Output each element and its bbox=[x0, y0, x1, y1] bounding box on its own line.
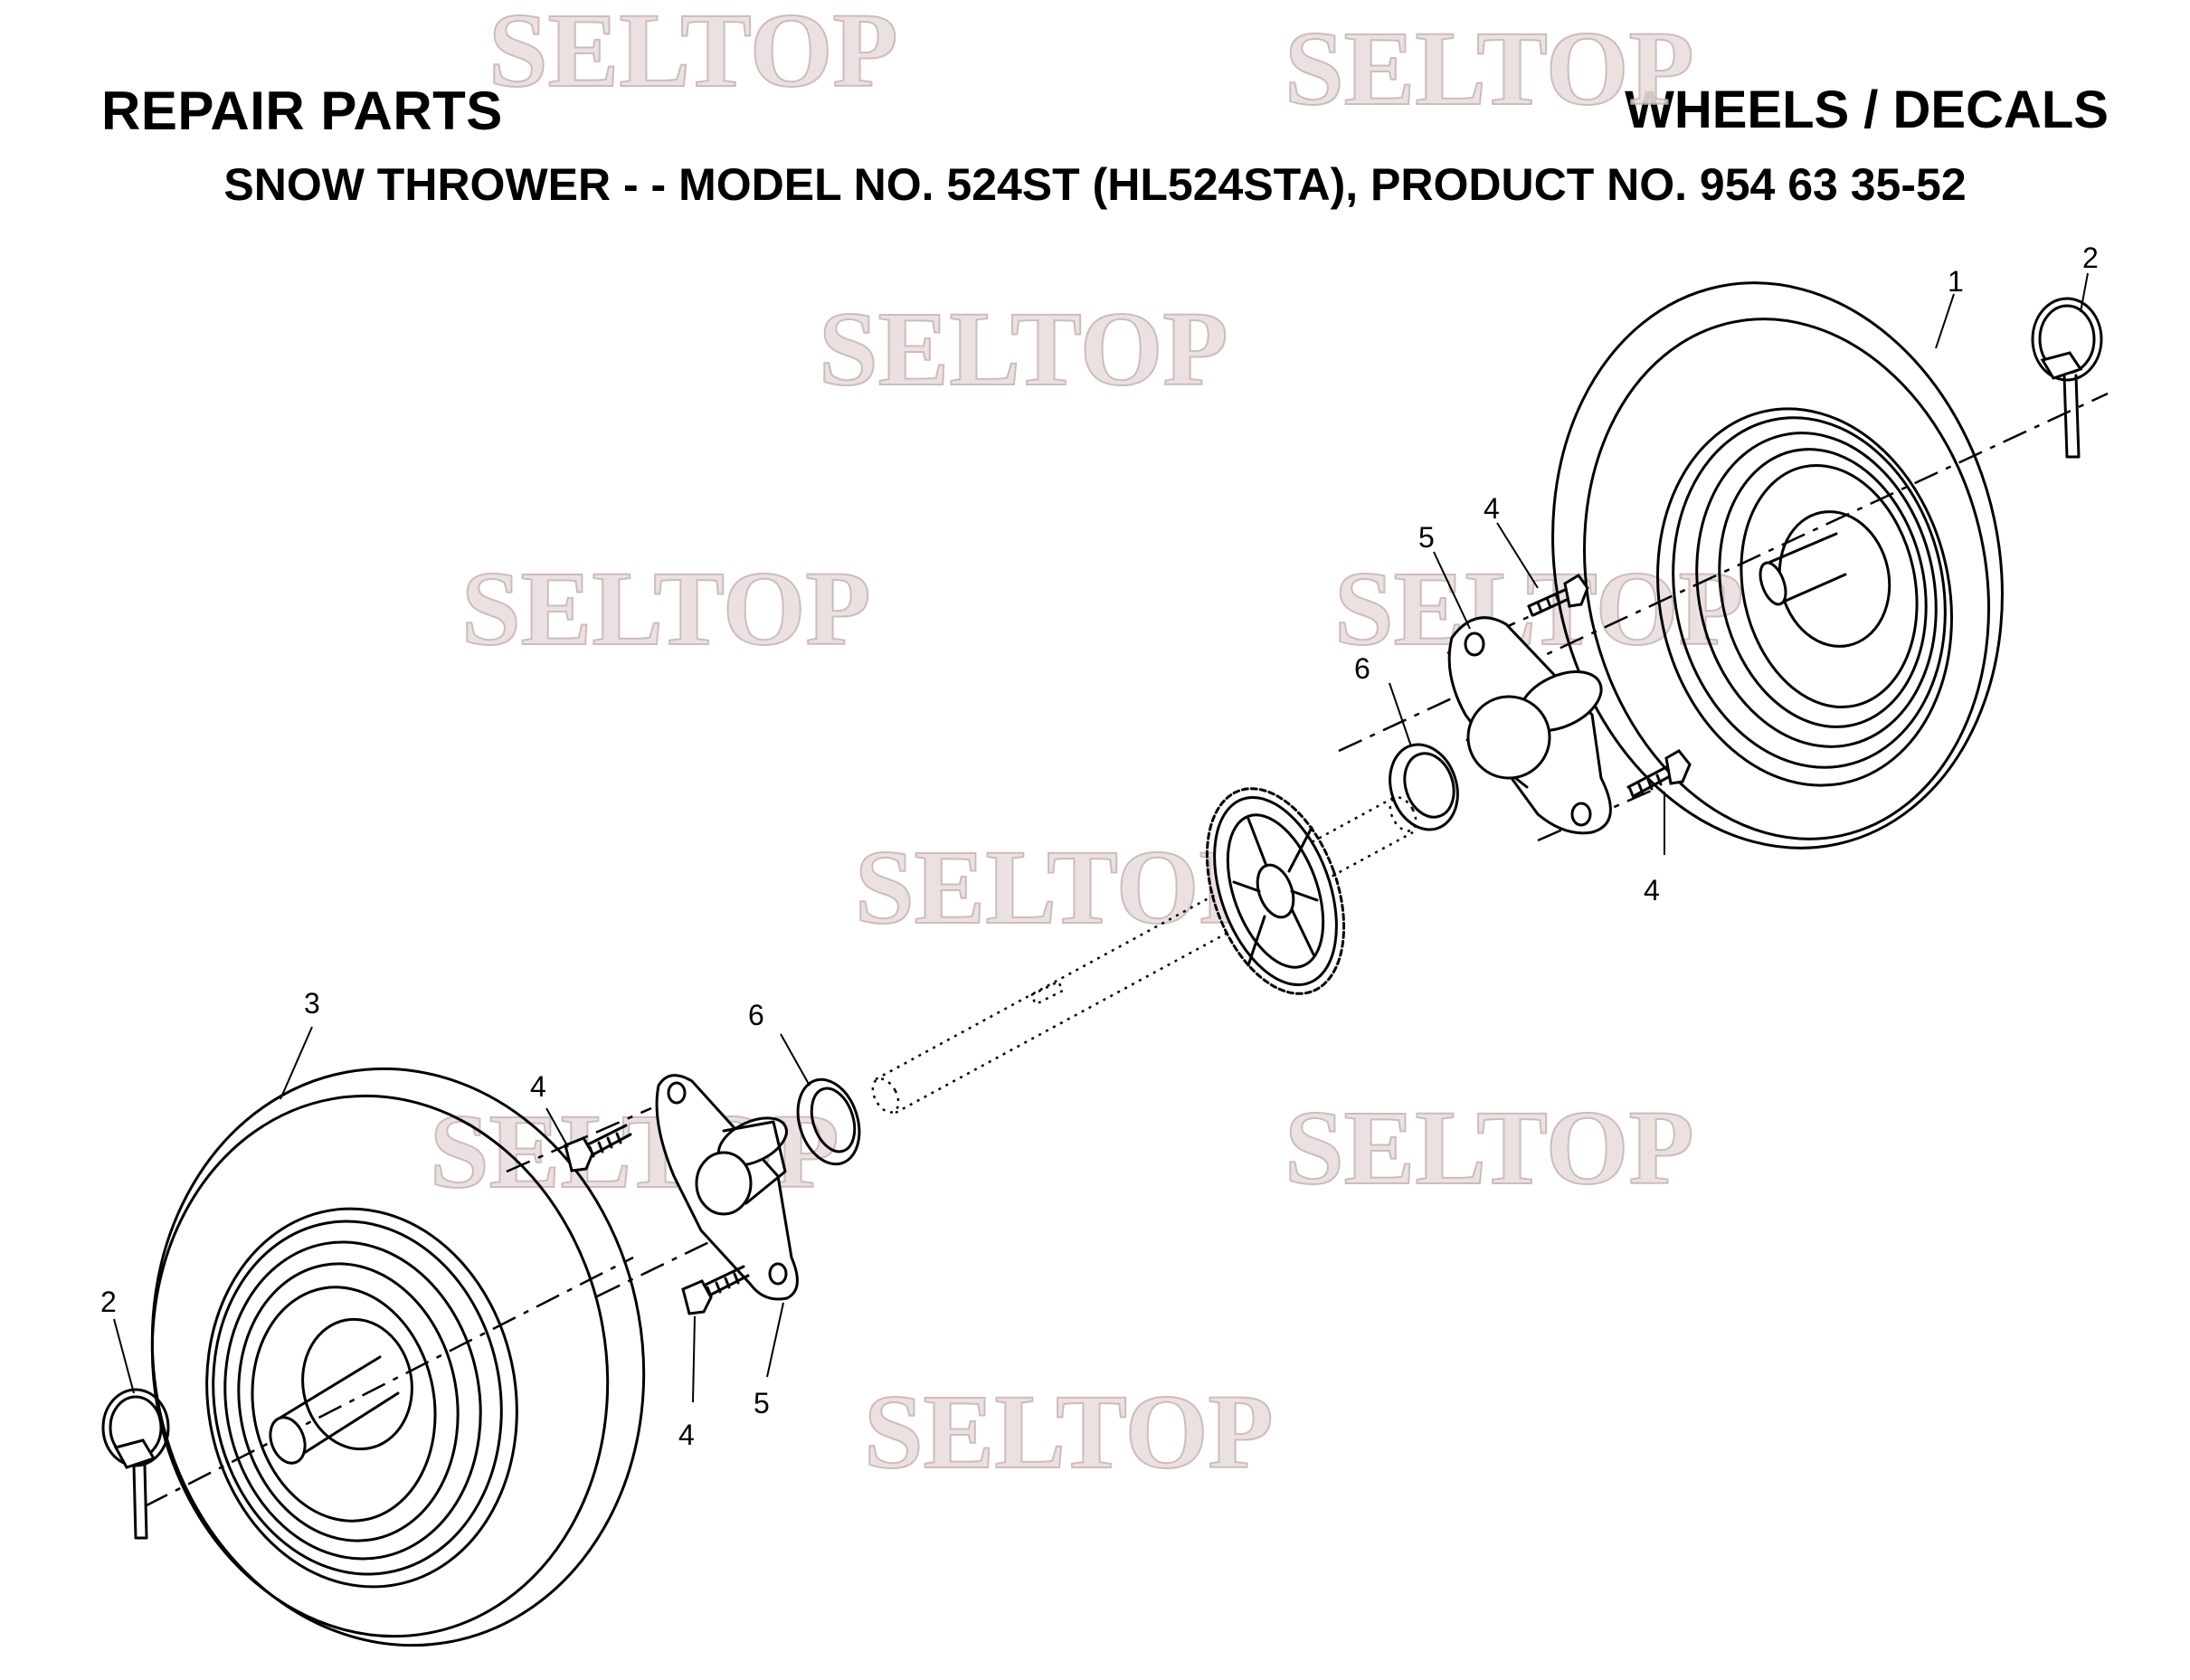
watermark: SELTOP bbox=[819, 289, 1228, 408]
washer-upper bbox=[1389, 743, 1459, 831]
bolt-lower-top bbox=[564, 1124, 632, 1172]
callout-pin-right: 2 bbox=[2082, 242, 2099, 274]
drive-gear bbox=[1205, 787, 1346, 995]
callout-bolt-upper-top: 4 bbox=[1484, 492, 1500, 525]
callout-bearing-lower: 5 bbox=[754, 1387, 770, 1419]
section-title: WHEELS / DECALS bbox=[1625, 81, 2109, 139]
watermark-layer: SELTOP SELTOP SELTOP SELTOP SELTOP SELTO… bbox=[429, 0, 1745, 1492]
page-title: REPAIR PARTS bbox=[101, 81, 503, 141]
callout-washer-upper: 6 bbox=[1354, 652, 1370, 685]
callout-bolt-lower-top: 4 bbox=[530, 1070, 546, 1103]
callout-wheel-left: 3 bbox=[304, 987, 320, 1020]
watermark: SELTOP bbox=[488, 0, 898, 109]
hitch-pin-right bbox=[2031, 297, 2103, 459]
wheel-right bbox=[1551, 281, 2004, 849]
watermark: SELTOP bbox=[1285, 1088, 1694, 1207]
model-subtitle: SNOW THROWER - - MODEL NO. 524ST (HL524S… bbox=[223, 159, 1967, 210]
callout-numbers: 1 2 4 5 6 4 3 4 6 2 4 5 bbox=[100, 242, 2099, 1451]
bearing-flange-lower bbox=[655, 1074, 799, 1301]
washer-lower bbox=[796, 1077, 861, 1166]
watermark: SELTOP bbox=[864, 1372, 1274, 1491]
hitch-pin-left bbox=[101, 1388, 170, 1540]
center-lines bbox=[144, 392, 2109, 1508]
bolt-upper-top bbox=[1527, 574, 1589, 617]
wheel-left bbox=[150, 1067, 646, 1647]
bearing-flange-upper bbox=[1447, 616, 1612, 835]
callout-wheel-right: 1 bbox=[1948, 265, 1964, 298]
watermark: SELTOP bbox=[461, 549, 871, 668]
leader-lines bbox=[113, 272, 2089, 1403]
callout-washer-lower: 6 bbox=[748, 999, 764, 1031]
callout-pin-left: 2 bbox=[100, 1286, 117, 1318]
bolt-lower-bottom bbox=[681, 1265, 750, 1315]
watermark: SELTOP bbox=[1285, 9, 1694, 128]
watermark: SELTOP bbox=[855, 828, 1265, 946]
callout-bolt-upper-bottom: 4 bbox=[1644, 874, 1660, 906]
bolt-upper-bottom bbox=[1626, 749, 1692, 800]
callout-bolt-lower-bottom: 4 bbox=[678, 1419, 695, 1451]
callout-bearing-upper: 5 bbox=[1418, 521, 1435, 554]
